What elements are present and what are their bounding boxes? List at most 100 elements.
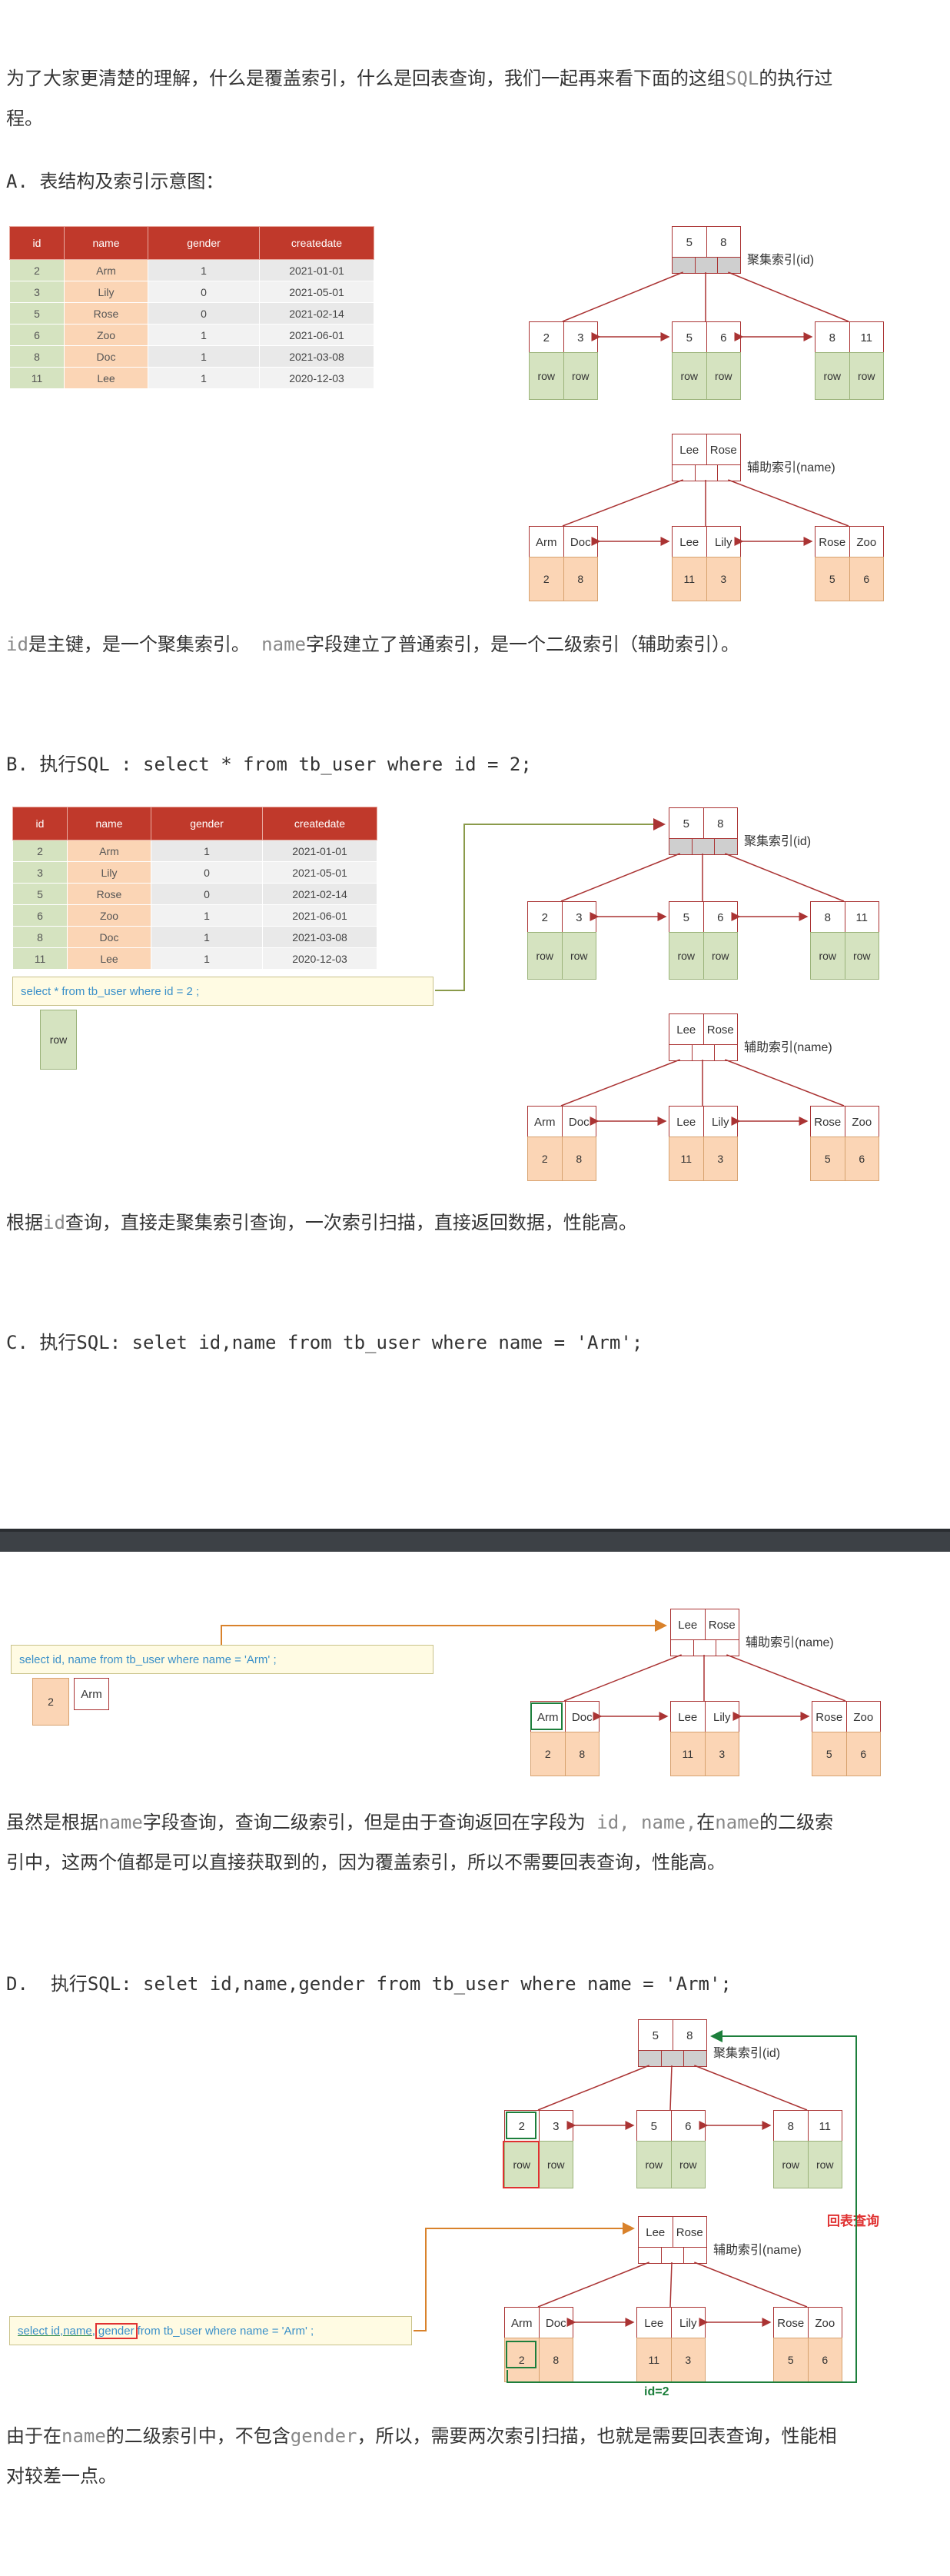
id2-highlight-d bbox=[506, 2112, 536, 2139]
sql-query-b: select * from tb_user where id = 2 ; bbox=[12, 977, 433, 1006]
clustered-tree-edge bbox=[562, 271, 683, 322]
clustered-tree-edge bbox=[725, 853, 845, 902]
secondary-tree-edge bbox=[694, 2261, 808, 2308]
result-id-c: 2 bbox=[32, 1678, 69, 1726]
table-cell: 5 bbox=[12, 883, 68, 905]
secondary-tree-edge bbox=[563, 1654, 682, 1702]
table-cell: 11 bbox=[12, 947, 68, 970]
secondary-tree-edge bbox=[726, 1654, 846, 1702]
clustered-root-pointers bbox=[672, 257, 741, 274]
table-cell: 2021-02-14 bbox=[259, 302, 374, 324]
result-name-c: Arm bbox=[74, 1678, 109, 1710]
table-cell: 2021-06-01 bbox=[259, 324, 374, 346]
table-cell: 2021-05-01 bbox=[262, 861, 377, 884]
table-cell: Rose bbox=[64, 302, 148, 324]
table-cell: 2 bbox=[9, 259, 65, 281]
clustered-index-label: 聚集索引(id) bbox=[744, 835, 812, 848]
table-cell: 3 bbox=[9, 281, 65, 303]
result-row-b: row bbox=[40, 1010, 77, 1070]
table-cell: 1 bbox=[151, 926, 263, 948]
table-cell: 0 bbox=[148, 281, 260, 303]
section-d-note: 由于在name的二级索引中，不包含gender，所以，需要两次索引扫描，也就是需… bbox=[6, 2425, 837, 2487]
table-cell: 2021-03-08 bbox=[262, 926, 377, 948]
clustered-root-pointers bbox=[669, 838, 738, 855]
table-cell: 5 bbox=[9, 302, 65, 324]
back-query-label: 回表查询 bbox=[827, 2214, 879, 2228]
secondary-tree-edge bbox=[560, 1059, 680, 1107]
secondary-root-pointers bbox=[672, 464, 741, 481]
table-cell: Zoo bbox=[64, 324, 148, 346]
secondary-index-label: 辅助索引(name) bbox=[747, 461, 835, 474]
section-d-heading: D. 执行SQL: selet id,name,gender from tb_u… bbox=[6, 1973, 732, 1995]
clustered-index-label: 聚集索引(id) bbox=[747, 254, 815, 267]
table-cell: 0 bbox=[151, 883, 263, 905]
table-cell: Arm bbox=[64, 259, 148, 281]
section-c-heading: C. 执行SQL: selet id,name from tb_user whe… bbox=[6, 1332, 643, 1353]
table-cell: 1 bbox=[151, 840, 263, 862]
table-cell: Doc bbox=[67, 926, 151, 948]
table-cell: 0 bbox=[148, 302, 260, 324]
query-c-path bbox=[221, 1619, 667, 1645]
secondary-root-pointers bbox=[669, 1044, 738, 1061]
table-header: name bbox=[64, 226, 148, 260]
sql-query-d: select id,name,gender from tb_user where… bbox=[9, 2316, 412, 2345]
secondary-tree-edge bbox=[725, 1059, 845, 1107]
intro-paragraph: 为了大家更清楚的理解，什么是覆盖索引，什么是回表查询，我们一起再来看下面的这组S… bbox=[6, 68, 833, 129]
table-cell: Doc bbox=[64, 345, 148, 368]
secondary-tree-edge bbox=[562, 479, 683, 527]
secondary-index-label: 辅助索引(name) bbox=[713, 2244, 802, 2257]
secondary-id2-highlight-d bbox=[506, 2341, 536, 2368]
table-cell: 6 bbox=[9, 324, 65, 346]
table-cell: 2021-03-08 bbox=[259, 345, 374, 368]
secondary-root-pointers bbox=[638, 2247, 707, 2264]
table-header: createdate bbox=[259, 226, 374, 260]
table-header: id bbox=[9, 226, 65, 260]
table-cell: Lily bbox=[67, 861, 151, 884]
table-cell: Zoo bbox=[67, 904, 151, 927]
section-b-heading: B. 执行SQL : select * from tb_user where i… bbox=[6, 754, 532, 775]
table-header: createdate bbox=[262, 807, 377, 840]
secondary-root-pointers bbox=[670, 1639, 739, 1656]
arm-highlight-c bbox=[530, 1702, 563, 1730]
table-cell: 2020-12-03 bbox=[262, 947, 377, 970]
page-separator bbox=[0, 1529, 950, 1552]
clustered-tree-edge bbox=[560, 853, 680, 902]
row-highlight-d bbox=[503, 2141, 540, 2188]
table-cell: 2 bbox=[12, 840, 68, 862]
table-cell: 2020-12-03 bbox=[259, 367, 374, 389]
table-cell: Arm bbox=[67, 840, 151, 862]
